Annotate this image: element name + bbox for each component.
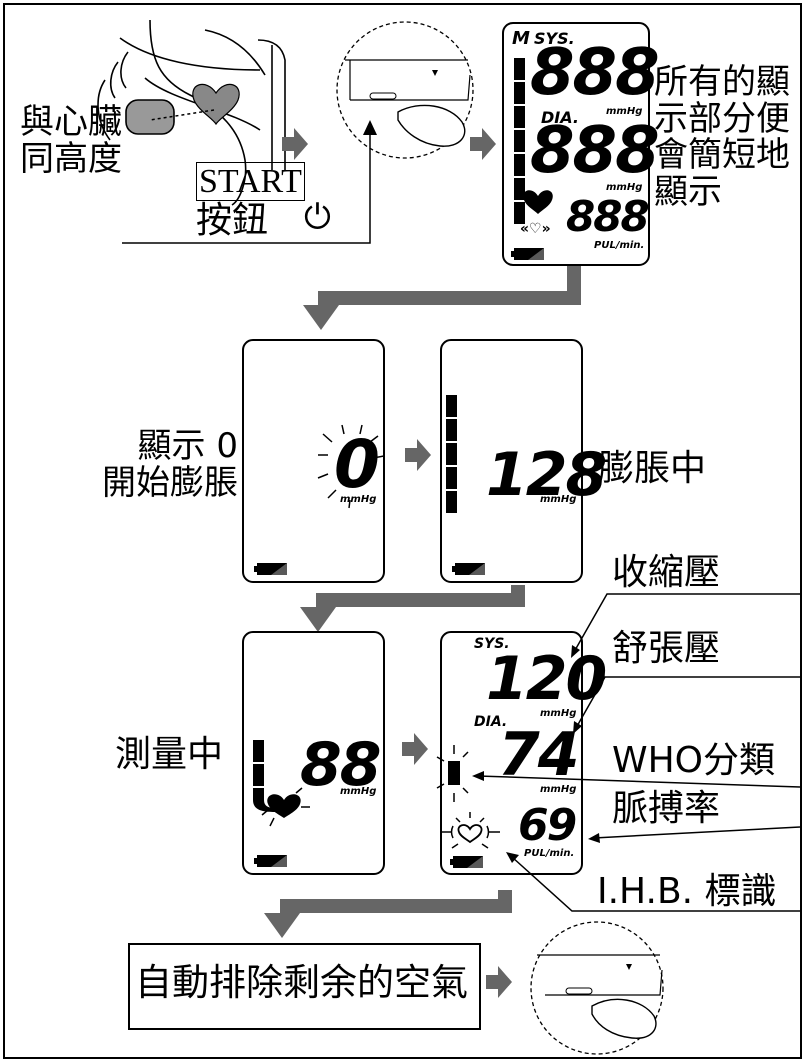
power-icon[interactable]: ⏻ [304, 197, 331, 237]
who-indicator [448, 761, 460, 785]
heart-level-text: 與心臟 同高度 [20, 102, 122, 179]
arrow-right-icon [470, 128, 496, 160]
callout-arrowheads [472, 645, 600, 863]
arrow-elbow-icon [264, 890, 512, 938]
pulse-unit: PUL/min. [594, 240, 645, 251]
arrow-right-icon [486, 966, 512, 998]
result-sys-label: SYS. [474, 636, 510, 652]
arrow-right-icon [282, 128, 308, 160]
dia-label: DIA. [541, 108, 579, 127]
sys-value: 888 [530, 36, 660, 110]
arrow-elbow-icon [300, 585, 525, 632]
lcd-ihb-icon: «♡» [520, 221, 551, 237]
battery-icon [254, 855, 287, 867]
result-pulse-value: 69 [518, 800, 577, 851]
zero-value: 0 [334, 426, 380, 503]
lcd-inflating-frame [440, 339, 583, 583]
start-pointer-line [122, 130, 371, 244]
diagram-frame [3, 3, 802, 1059]
ihb-label: I.H.B. 標識 [597, 871, 777, 912]
measuring-bargraph [253, 740, 275, 812]
arrow-elbow-icon [303, 265, 581, 330]
measuring-value: 88 [300, 730, 381, 800]
lcd-zero-frame [242, 339, 385, 583]
flash-rays [317, 424, 385, 509]
dia-unit: mmHg [606, 182, 643, 193]
pulse-label: 脈搏率 [612, 788, 721, 829]
battery-icon [452, 563, 485, 575]
hand-cuff-illustration [97, 19, 286, 206]
battery-icon [511, 248, 544, 260]
battery-icon [254, 563, 287, 575]
heart-icon [267, 794, 301, 818]
diastolic-label: 舒張壓 [612, 628, 721, 669]
button-press-icon [530, 921, 664, 1055]
release-box [128, 943, 481, 1030]
inflating-unit: mmHg [540, 494, 577, 505]
zero-unit: mmHg [340, 494, 377, 505]
sys-label: SYS. [534, 29, 575, 48]
systolic-label: 收縮壓 [612, 552, 721, 593]
zero-text: 顯示 0 開始膨脹 [102, 426, 238, 503]
memory-mark: M [512, 28, 530, 49]
heart-level-line [149, 109, 215, 121]
result-dia-label: DIA. [474, 714, 508, 730]
sys-unit: mmHg [606, 106, 643, 117]
result-sys-unit: mmHg [540, 708, 577, 719]
inflating-bargraph [446, 395, 457, 513]
release-text: 自動排除剩余的空氣 [135, 961, 468, 1004]
result-sys-value: 120 [486, 644, 607, 714]
heart-flash-rays [261, 787, 310, 827]
result-pulse-unit: PUL/min. [524, 848, 575, 859]
measuring-unit: mmHg [340, 786, 377, 797]
callout-lines [477, 593, 801, 912]
measuring-text: 測量中 [115, 734, 224, 775]
battery-icon [450, 856, 483, 868]
button-label: 按鈕 [196, 200, 269, 241]
result-dia-unit: mmHg [540, 784, 577, 795]
arrow-right-icon [402, 733, 428, 765]
ihb-heart-icon [441, 824, 500, 844]
who-flash-rays [436, 745, 469, 802]
inflating-text: 膨脹中 [598, 448, 707, 489]
pulse-value: 888 [566, 192, 650, 241]
lcd-full-bargraph [514, 58, 525, 224]
button-press-icon [336, 21, 474, 159]
result-dia-value: 74 [498, 720, 579, 790]
dia-value: 888 [530, 114, 660, 188]
lcd-result-frame [440, 631, 583, 875]
inflating-value: 128 [486, 440, 607, 510]
arrow-right-icon [405, 439, 431, 471]
heart-icon [523, 190, 553, 214]
display-all-text: 所有的顯 示部分便 會簡短地 顯示 [654, 62, 790, 213]
chest-heart-icon [192, 83, 240, 126]
ihb-flash-rays [451, 812, 489, 849]
start-label[interactable]: START [196, 162, 305, 201]
who-label: WHO分類 [612, 740, 776, 781]
